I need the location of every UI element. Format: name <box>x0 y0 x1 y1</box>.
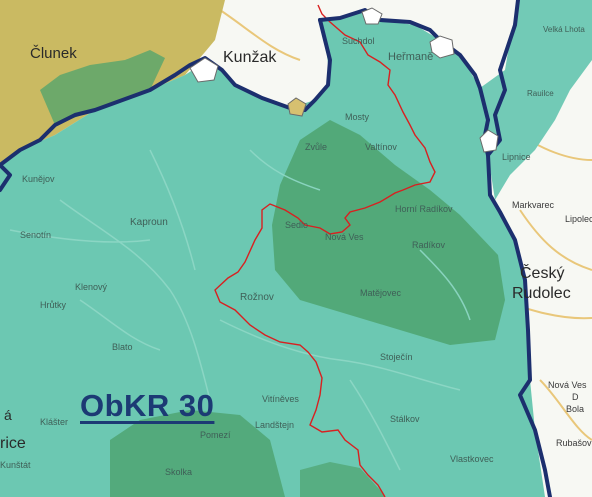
place-label-mosty: Mosty <box>345 112 370 122</box>
place-label-hermane: Heřmaně <box>388 51 433 63</box>
region-label: ObKR 30 <box>80 388 215 423</box>
place-label-cesky-rudolec-2: Rudolec <box>512 285 571 302</box>
town-marker-icon <box>479 129 499 153</box>
place-label-kaproun: Kaproun <box>130 217 168 228</box>
place-label-vlastkovec: Vlastkovec <box>450 454 494 464</box>
place-label-horni-radikov: Horní Radíkov <box>395 204 453 214</box>
place-label-slavonice-part: rice <box>0 435 26 452</box>
place-label-suchdol: Suchdol <box>342 36 375 46</box>
place-label-zvule: Zvůle <box>305 142 327 152</box>
place-label-landstejn: Landštejn <box>255 420 294 430</box>
forest-area-south <box>110 410 285 497</box>
route-line <box>214 4 436 497</box>
town-marker-icon <box>429 35 455 59</box>
olive-green-patch <box>40 50 165 125</box>
place-label-d: D <box>572 392 579 402</box>
place-label-blato: Blato <box>112 342 133 352</box>
place-label-raulice: Rauilce <box>527 89 554 98</box>
forest-area-central <box>272 120 505 345</box>
place-label-matejovec: Matějovec <box>360 288 402 298</box>
teal-region-east <box>415 0 592 200</box>
place-label-rubasov: Rubašov <box>556 438 592 448</box>
place-label-stojecin: Stoječín <box>380 352 413 362</box>
town-marker-icon <box>189 57 219 83</box>
place-label-radikov: Radíkov <box>412 240 446 250</box>
place-labels: Člunek Kunžak Suchdol Heřmaně Velká Lhot… <box>0 25 592 477</box>
town-marker-icon <box>361 7 383 25</box>
place-label-sedlo: Sedlo <box>285 220 308 230</box>
place-label-stalkov: Stálkov <box>390 414 420 424</box>
place-label-lipnice: Lipnice <box>502 152 531 162</box>
teal-roads <box>9 149 471 471</box>
place-label-kunstat: Kunštát <box>0 460 31 470</box>
place-label-klaster: Klášter <box>40 417 68 427</box>
place-label-roznov: Rožnov <box>240 292 274 303</box>
place-label-cesky-rudolec-1: Český <box>520 263 564 282</box>
place-label-nova-ves: Nová Ves <box>325 232 364 242</box>
place-label-velka-lhota: Velká Lhota <box>543 25 585 34</box>
place-label-slavonice-a: á <box>4 407 12 423</box>
place-label-pomezi: Pomezí <box>200 430 231 440</box>
place-label-bola: Bola <box>566 404 584 414</box>
place-label-markvarec: Markvarec <box>512 200 555 210</box>
place-label-clunek: Člunek <box>30 45 77 62</box>
place-label-hrutky: Hrůtky <box>40 300 67 310</box>
place-label-senotin: Senotín <box>20 230 51 240</box>
place-label-skolka: Skolka <box>165 467 192 477</box>
place-label-valtinov: Valtínov <box>365 142 397 152</box>
place-label-nova-ves-2: Nová Ves <box>548 380 587 390</box>
place-label-klenovy: Klenový <box>75 282 108 292</box>
town-marker-icon <box>287 97 307 117</box>
town-markers <box>189 7 499 153</box>
place-label-vitineves: Vitíněves <box>262 394 299 404</box>
place-label-kunzak: Kunžak <box>223 49 277 66</box>
place-label-kunejov: Kunějov <box>22 174 55 184</box>
forest-area-south-east <box>300 462 385 497</box>
place-label-lipolec: Lipolec <box>565 214 592 224</box>
